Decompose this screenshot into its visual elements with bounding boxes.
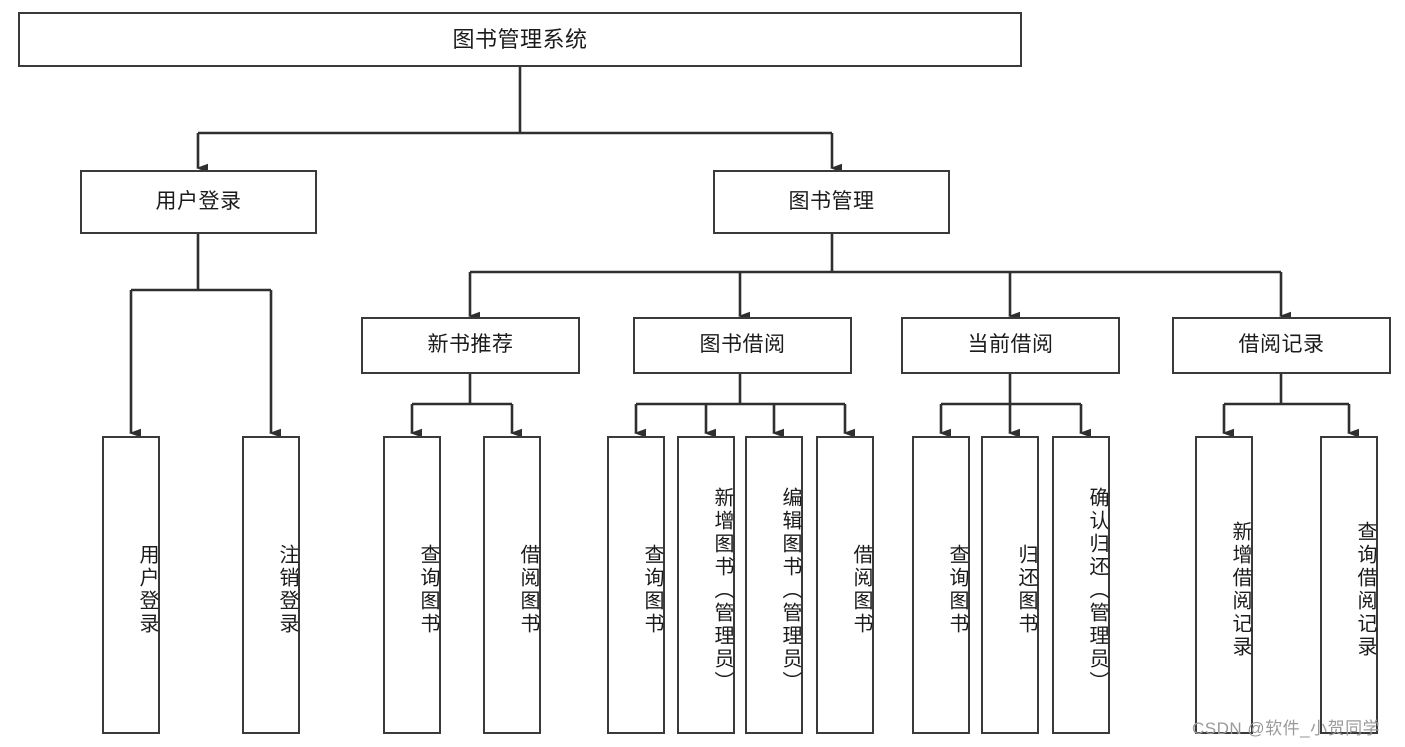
node-label: 当前借阅 bbox=[967, 333, 1054, 357]
leaf-query-books-recommend[interactable]: 查询图书 bbox=[383, 436, 441, 734]
csdn-watermark: CSDN @软件_小贺同学 bbox=[1192, 719, 1381, 738]
node-borrow-records[interactable]: 借阅记录 bbox=[1172, 317, 1391, 374]
leaf-query-borrow-record[interactable]: 查询借阅记录 bbox=[1320, 436, 1378, 734]
leaf-borrow-books-recommend[interactable]: 借阅图书 bbox=[483, 436, 541, 734]
node-user-login[interactable]: 用户登录 bbox=[80, 170, 317, 234]
leaf-query-books-borrow[interactable]: 查询图书 bbox=[607, 436, 665, 734]
leaf-borrow-book[interactable]: 借阅图书 bbox=[816, 436, 874, 734]
node-label: 图书管理 bbox=[788, 189, 875, 213]
leaf-add-borrow-record[interactable]: 新增借阅记录 bbox=[1195, 436, 1253, 734]
leaf-confirm-return-admin[interactable]: 确认归还（管理员） bbox=[1052, 436, 1110, 734]
leaf-edit-book-admin[interactable]: 编辑图书（管理员） bbox=[745, 436, 803, 734]
node-label: 归还图书 bbox=[1015, 544, 1037, 636]
node-label: 用户登录 bbox=[155, 189, 242, 213]
node-label: 查询图书 bbox=[417, 544, 439, 636]
node-label: 借阅图书 bbox=[850, 544, 872, 636]
node-label: 查询图书 bbox=[641, 544, 663, 636]
node-book-borrow[interactable]: 图书借阅 bbox=[633, 317, 852, 374]
node-label: 新增图书（管理员） bbox=[711, 486, 733, 694]
node-book-management[interactable]: 图书管理 bbox=[713, 170, 950, 234]
leaf-user-login[interactable]: 用户登录 bbox=[102, 436, 160, 734]
node-label: 借阅图书 bbox=[517, 544, 539, 636]
node-label: 新书推荐 bbox=[427, 333, 514, 357]
node-label: 新增借阅记录 bbox=[1229, 521, 1251, 659]
node-label: 注销登录 bbox=[276, 544, 298, 636]
node-label: 借阅记录 bbox=[1238, 333, 1325, 357]
leaf-logout[interactable]: 注销登录 bbox=[242, 436, 300, 734]
node-root-system[interactable]: 图书管理系统 bbox=[18, 12, 1022, 67]
leaf-add-book-admin[interactable]: 新增图书（管理员） bbox=[677, 436, 735, 734]
leaf-return-book[interactable]: 归还图书 bbox=[981, 436, 1039, 734]
node-label: 确认归还（管理员） bbox=[1086, 486, 1108, 694]
leaf-query-books-current[interactable]: 查询图书 bbox=[912, 436, 970, 734]
node-label: 查询借阅记录 bbox=[1354, 521, 1376, 659]
node-label: 编辑图书（管理员） bbox=[779, 486, 801, 694]
node-new-book-recommend[interactable]: 新书推荐 bbox=[361, 317, 580, 374]
node-label: 查询图书 bbox=[946, 544, 968, 636]
node-label: 用户登录 bbox=[136, 544, 158, 636]
node-label: 图书管理系统 bbox=[452, 26, 588, 52]
node-label: 图书借阅 bbox=[699, 333, 786, 357]
node-current-borrow[interactable]: 当前借阅 bbox=[901, 317, 1120, 374]
